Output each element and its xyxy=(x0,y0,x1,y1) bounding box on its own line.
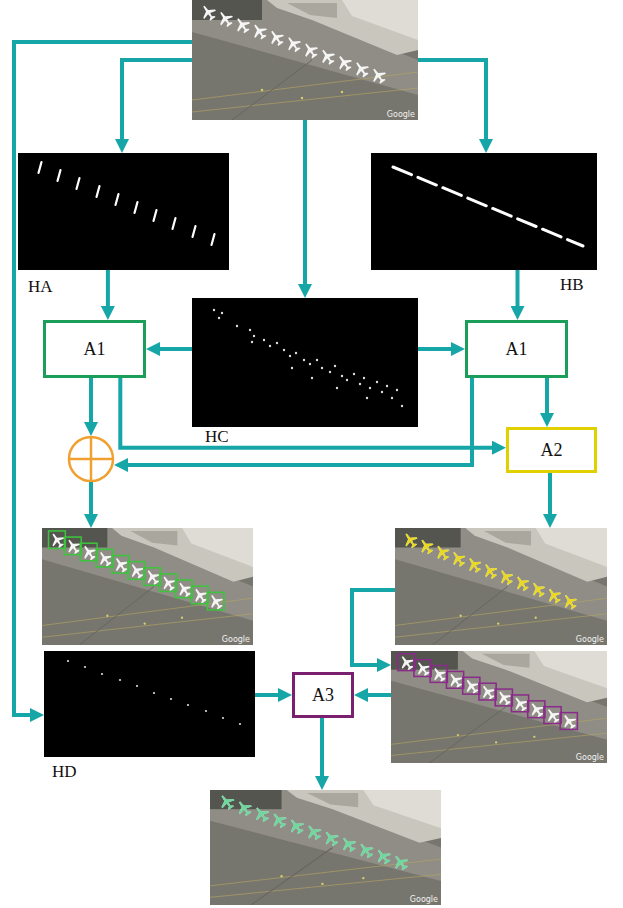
box-label: A3 xyxy=(312,685,334,706)
flow-arrow xyxy=(516,270,520,314)
heatmap-node: HB xyxy=(371,153,597,270)
sum-symbol xyxy=(69,437,113,481)
flow-arrows xyxy=(14,42,550,784)
heatmap-label: HA xyxy=(28,278,53,295)
heatmap-label: HB xyxy=(560,276,584,293)
process-box: A1 xyxy=(465,320,568,378)
process-box: A2 xyxy=(506,427,597,473)
watermark: Google xyxy=(387,110,415,119)
flow-arrow xyxy=(120,378,500,448)
flow-arrow xyxy=(255,693,286,697)
watermark: Google xyxy=(222,635,250,644)
process-box: A3 xyxy=(292,672,354,718)
plane-marks xyxy=(401,530,580,612)
box-label: A2 xyxy=(541,440,563,461)
heatmap-image xyxy=(192,298,418,427)
watermark: Google xyxy=(576,635,604,644)
satellite-image xyxy=(42,528,253,645)
heatmap-node: HA xyxy=(18,153,229,270)
heatmap-label: HC xyxy=(203,428,231,445)
process-box: A1 xyxy=(43,320,146,378)
satellite-image xyxy=(395,528,607,645)
heatmap-label: HD xyxy=(52,763,77,780)
satellite-image xyxy=(210,790,441,905)
flow-arrow xyxy=(418,347,459,351)
satellite-image xyxy=(391,651,607,763)
box-label: A1 xyxy=(506,339,528,360)
watermark: Google xyxy=(576,753,604,762)
satellite-image xyxy=(192,0,418,120)
heatmap-image xyxy=(18,153,229,270)
flow-arrow xyxy=(545,378,549,421)
watermark: Google xyxy=(410,895,438,904)
heatmap-node: HC xyxy=(192,298,418,427)
detection-boxes xyxy=(398,654,578,730)
box-label: A1 xyxy=(84,339,106,360)
flow-arrow xyxy=(152,347,192,351)
flow-arrow xyxy=(106,270,110,314)
heatmap-image xyxy=(44,651,255,757)
heatmap-node: HD xyxy=(44,651,255,757)
plane-marks xyxy=(216,792,411,873)
heatmap-image xyxy=(371,153,597,270)
detection-boxes xyxy=(49,531,225,610)
